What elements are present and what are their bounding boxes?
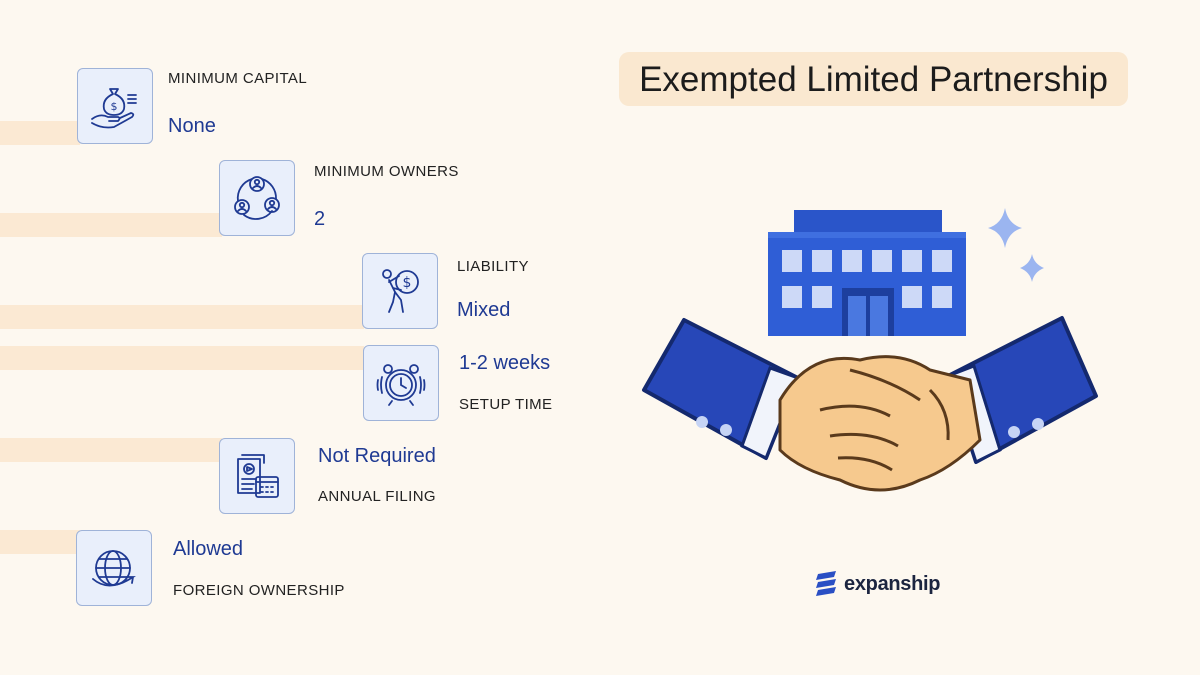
brand-logo: expanship (814, 570, 941, 598)
feature-value: Allowed (173, 538, 244, 560)
feature-value: None (168, 115, 216, 137)
row-band (0, 121, 80, 145)
alarm-clock-icon (363, 345, 439, 421)
row-band (0, 530, 80, 554)
brand-name: expanship (844, 572, 941, 595)
feature-value: Mixed (457, 299, 511, 321)
page-title: Exempted Limited Partnership (639, 60, 1108, 99)
handshake-building-icon (642, 208, 1098, 492)
feature-label: LIABILITY (457, 258, 529, 275)
svg-text:$: $ (403, 275, 412, 291)
person-carrying-money-icon: $ (362, 253, 438, 329)
feature-label: FOREIGN OWNERSHIP (173, 582, 345, 599)
row-band (0, 213, 222, 237)
feature-label: MINIMUM OWNERS (314, 163, 459, 180)
row-band (0, 305, 364, 329)
document-calendar-icon (219, 438, 295, 514)
money-bag-hand-icon: $ (77, 68, 153, 144)
row-band (0, 438, 222, 462)
owners-network-icon (219, 160, 295, 236)
row-band (0, 346, 364, 370)
feature-label: MINIMUM CAPITAL (168, 70, 308, 87)
globe-icon (76, 530, 152, 606)
expanship-logo-icon (816, 571, 836, 596)
feature-value: 2 (314, 208, 326, 230)
feature-label: ANNUAL FILING (318, 488, 437, 505)
feature-value: Not Required (318, 445, 436, 467)
title-banner: Exempted Limited Partnership (619, 52, 1128, 106)
feature-label: SETUP TIME (459, 396, 553, 413)
feature-value: 1-2 weeks (459, 352, 551, 374)
svg-text:$: $ (111, 100, 118, 113)
